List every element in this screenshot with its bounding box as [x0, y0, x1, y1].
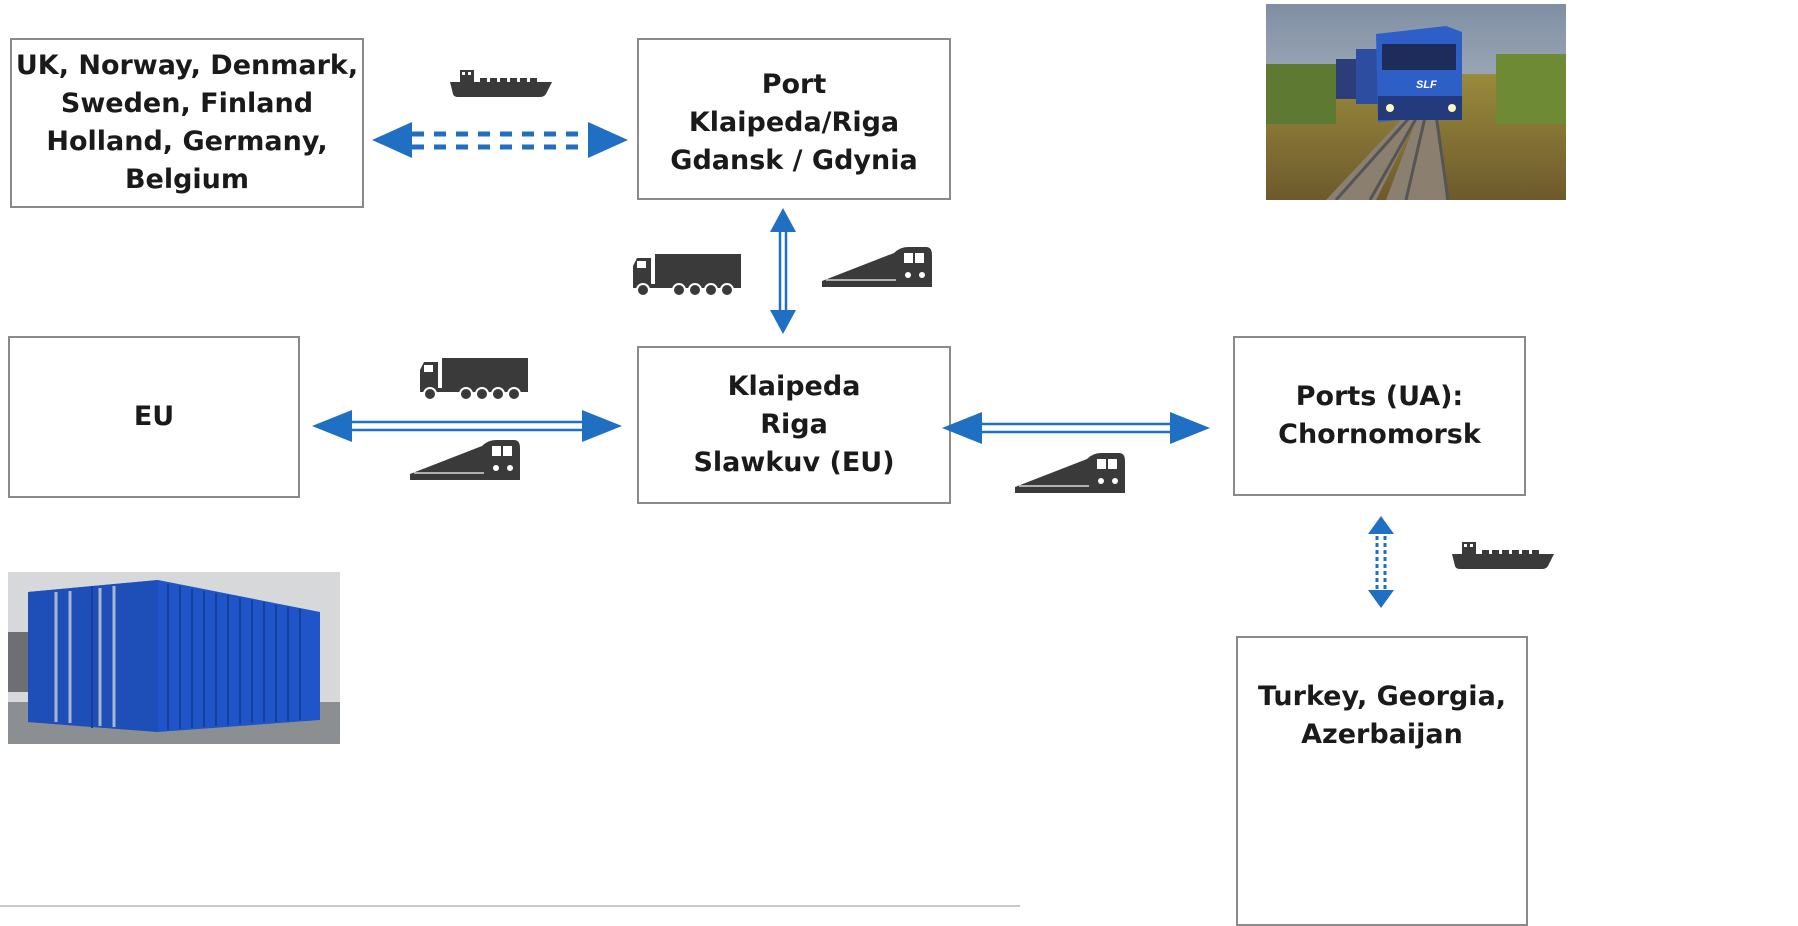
sea-route-arrow-north: [372, 122, 628, 158]
eu-label: EU: [133, 401, 175, 432]
ship-icon: [450, 70, 552, 97]
ua-ports-line-1: Ports (UA):: [1295, 381, 1464, 412]
locomotive-icon: [822, 247, 932, 287]
rail-route-arrow-hub-ua: [942, 412, 1210, 444]
node-baltic-ports: Port Klaipeda/Riga Gdansk / Gdynia: [637, 38, 951, 200]
node-north-countries: UK, Norway, Denmark, Sweden, Finland Hol…: [10, 38, 364, 208]
hub-line-3: Slawkuv (EU): [693, 447, 895, 478]
southern-countries-line-2: Azerbaijan: [1301, 719, 1463, 750]
ua-ports-line-2: Chornomorsk: [1278, 419, 1481, 450]
sea-route-arrow-south: [1368, 516, 1394, 608]
node-eu: EU: [8, 336, 300, 498]
baltic-ports-line-1: Port: [761, 69, 827, 100]
locomotive-icon: [410, 440, 520, 480]
svg-text:SLF: SLF: [1416, 79, 1437, 91]
land-route-arrow-ports-hub: [770, 208, 796, 334]
north-countries-line-3: Holland, Germany,: [46, 126, 328, 157]
southern-countries-line-1: Turkey, Georgia,: [1257, 681, 1507, 712]
node-southern-countries: Turkey, Georgia, Azerbaijan: [1236, 636, 1528, 926]
node-ua-ports: Ports (UA): Chornomorsk: [1233, 336, 1526, 496]
baltic-ports-line-3: Gdansk / Gdynia: [670, 145, 918, 176]
north-countries-line-4: Belgium: [124, 164, 250, 195]
node-hub: Klaipeda Riga Slawkuv (EU): [637, 346, 951, 504]
container-photo: [8, 572, 340, 744]
hub-line-1: Klaipeda: [727, 371, 861, 402]
land-route-arrow-eu-hub: [312, 410, 622, 442]
train-photo: SLF: [1266, 4, 1566, 200]
hub-line-2: Riga: [760, 409, 828, 440]
truck-icon: [419, 357, 529, 401]
bottom-rule: [0, 905, 1020, 907]
north-countries-line-2: Sweden, Finland: [60, 88, 314, 119]
truck-icon: [632, 253, 742, 297]
ship-icon: [1452, 542, 1554, 569]
locomotive-icon: [1015, 453, 1125, 493]
baltic-ports-line-2: Klaipeda/Riga: [688, 107, 900, 138]
north-countries-line-1: UK, Norway, Denmark,: [15, 50, 359, 81]
